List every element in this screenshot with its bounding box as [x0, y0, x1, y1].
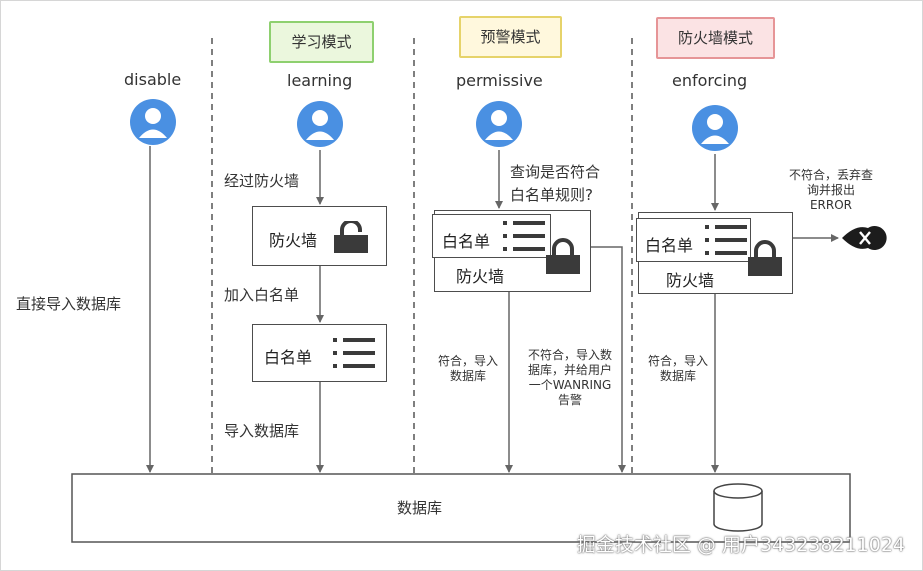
firewall-label: 防火墙 [456, 267, 505, 286]
database-cylinder-icon [713, 483, 763, 532]
question-line: 查询是否符合 [510, 163, 601, 181]
user-avatar-icon [476, 101, 522, 147]
firewall-box: 防火墙 [252, 206, 387, 266]
mode-label-permissive: permissive [456, 71, 543, 90]
unlocked-padlock-icon [334, 221, 368, 253]
firewall-label: 防火墙 [269, 231, 318, 250]
mode-label-learning: learning [287, 71, 353, 90]
user-avatar-icon [130, 99, 176, 145]
whitelist-box: 白名单 [252, 324, 387, 382]
note-line: 告警 [557, 393, 582, 407]
mode-label-disable: disable [124, 70, 182, 89]
whitelist-label: 白名单 [645, 236, 694, 255]
user-avatar-icon [297, 101, 343, 147]
note-line: 符合，导入 [437, 354, 498, 368]
whitelist-label: 白名单 [264, 348, 313, 367]
user-avatar-icon [692, 105, 738, 151]
learning-step-firewall: 经过防火墙 [224, 172, 300, 190]
note-line: 不符合，导入数 [527, 348, 612, 362]
firewall-label: 防火墙 [666, 271, 715, 290]
note-line: 询并报出 [806, 183, 855, 197]
note-line: 数据库 [659, 369, 696, 383]
whitelist-label: 白名单 [442, 232, 491, 251]
enforcing-pass-note: 符合，导入 数据库 [642, 354, 714, 384]
watermark-text: 掘金技术社区 @ 用户343238211024 [576, 534, 905, 556]
list-icon [333, 338, 375, 368]
permissive-pass-note: 符合，导入 数据库 [432, 354, 504, 384]
locked-padlock-icon [546, 238, 580, 274]
question-line: 白名单规则? [510, 186, 593, 204]
database-label: 数据库 [397, 499, 443, 517]
note-line: 不符合，丢弃查 [788, 168, 873, 182]
permissive-whitelist-box: 白名单 [432, 214, 551, 258]
note-line: 一个WANRING [528, 378, 612, 392]
mode-label-enforcing: enforcing [672, 71, 748, 90]
flow-arrow [590, 246, 626, 473]
note-line: 数据库 [449, 369, 486, 383]
enforcing-whitelist-box: 白名单 [636, 218, 751, 262]
list-icon [705, 225, 747, 255]
error-icon [842, 226, 887, 251]
enforcing-reject-note: 不符合，丢弃查 询并报出 ERROR [780, 168, 882, 213]
tag-learning-mode: 学习模式 [269, 21, 374, 63]
permissive-fail-note: 不符合，导入数 据库，并给用户 一个WANRING 告警 [522, 348, 618, 408]
learning-step-whitelist: 加入白名单 [224, 286, 300, 304]
permissive-question: 查询是否符合 白名单规则? [510, 161, 600, 207]
locked-padlock-icon [748, 240, 782, 276]
note-line: 符合，导入 [647, 354, 708, 368]
note-line: 据库，并给用户 [527, 363, 612, 377]
tag-enforcing-mode: 防火墙模式 [656, 17, 775, 59]
list-icon [503, 221, 545, 251]
tag-permissive-mode: 预警模式 [459, 16, 562, 58]
learning-step-import: 导入数据库 [224, 422, 300, 440]
note-line: ERROR [809, 198, 853, 212]
disable-step-label: 直接导入数据库 [16, 295, 122, 313]
